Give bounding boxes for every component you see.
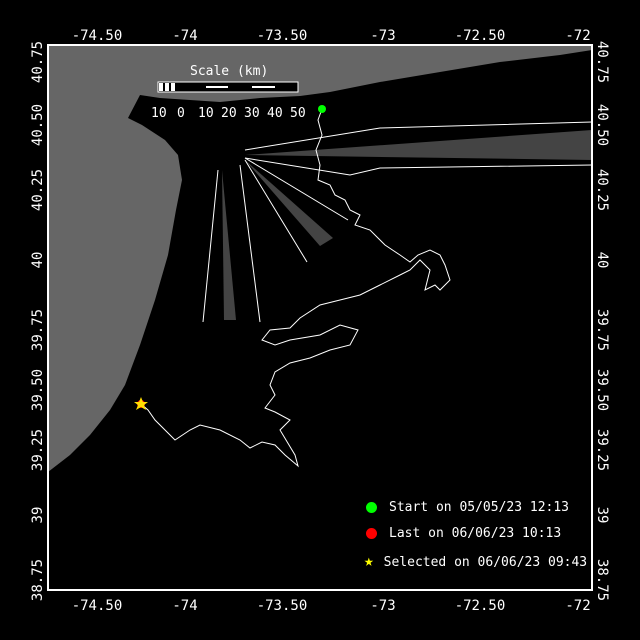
- lon-tick-label-top: -74.50: [72, 28, 123, 44]
- lat-tick-label-left: 38.75: [30, 559, 46, 601]
- trajectory-spokes: [202, 121, 593, 323]
- lon-tick-label-bottom: -72.50: [455, 598, 506, 614]
- drift-track: [140, 108, 451, 468]
- legend-label: Selected on 06/06/23 09:43: [383, 555, 588, 570]
- green-circle-icon: [366, 502, 377, 513]
- yellow-star-icon: ★: [364, 551, 374, 570]
- scale-label: 30: [244, 106, 260, 121]
- lon-tick-label-bottom: -74: [172, 598, 197, 614]
- legend-item-selected: ★ Selected on 06/06/23 09:43: [364, 551, 587, 570]
- lat-tick-label-left: 39.50: [30, 369, 46, 411]
- lon-tick-label-top: -73.50: [257, 28, 308, 44]
- scale-title: Scale (km): [190, 64, 269, 79]
- land-new-jersey: [48, 45, 182, 472]
- lat-tick-label-left: 40.50: [30, 104, 46, 146]
- lon-tick-label-bottom: -73.50: [257, 598, 308, 614]
- lat-tick-label-left: 39: [30, 507, 46, 524]
- lon-tick-label-top: -72.50: [455, 28, 506, 44]
- lat-tick-label-right: 39: [594, 507, 610, 524]
- lat-tick-label-right: 40.75: [594, 41, 610, 83]
- lat-tick-label-right: 39.75: [594, 309, 610, 351]
- lon-tick-label-top: -72: [565, 28, 590, 44]
- lon-tick-label-bottom: -72: [565, 598, 590, 614]
- lat-tick-label-right: 40.50: [594, 104, 610, 146]
- scale-label: 50: [290, 106, 306, 121]
- legend-item-last: Last on 06/06/23 10:13: [366, 526, 561, 541]
- map-frame: [47, 44, 593, 591]
- start-marker[interactable]: [318, 105, 326, 113]
- legend-label: Last on 06/06/23 10:13: [389, 526, 562, 541]
- legend-item-start: Start on 05/05/23 12:13: [366, 500, 569, 515]
- fan-east: [245, 130, 592, 160]
- lat-tick-label-right: 38.75: [594, 559, 610, 601]
- fan-southeast: [245, 160, 333, 246]
- lat-tick-label-left: 40.75: [30, 41, 46, 83]
- lat-tick-label-left: 40: [30, 252, 46, 269]
- lat-tick-label-left: 39.25: [30, 429, 46, 471]
- scale-label: 10: [198, 106, 214, 121]
- scale-label: 20: [221, 106, 237, 121]
- lat-tick-label-right: 39.50: [594, 369, 610, 411]
- fan-south: [222, 170, 236, 320]
- lon-tick-label-bottom: -74.50: [72, 598, 123, 614]
- lat-tick-label-left: 40.25: [30, 169, 46, 211]
- legend-label: Start on 05/05/23 12:13: [389, 500, 570, 515]
- scale-bar: [157, 81, 299, 93]
- lat-tick-label-right: 40.25: [594, 169, 610, 211]
- red-circle-icon: [366, 528, 377, 539]
- selected-marker-star[interactable]: [134, 397, 148, 410]
- scale-label: 10: [151, 106, 167, 121]
- scale-label: 40: [267, 106, 283, 121]
- lat-tick-label-left: 39.75: [30, 309, 46, 351]
- lat-tick-label-right: 39.25: [594, 429, 610, 471]
- lat-tick-label-right: 40: [594, 252, 610, 269]
- scale-label: 0: [177, 106, 185, 121]
- lon-tick-label-top: -73: [370, 28, 395, 44]
- lon-tick-label-bottom: -73: [370, 598, 395, 614]
- lon-tick-label-top: -74: [172, 28, 197, 44]
